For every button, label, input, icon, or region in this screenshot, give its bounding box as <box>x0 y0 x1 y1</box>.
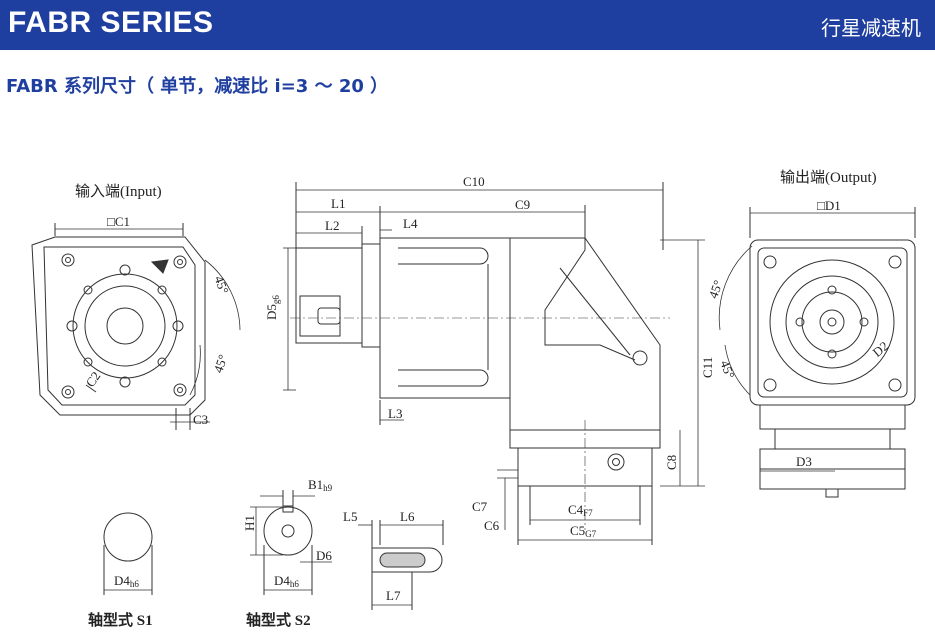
dim-d3: D3 <box>796 454 812 469</box>
caption-s1: 轴型式 S1 <box>88 611 153 629</box>
dim-l5: L5 <box>343 509 357 524</box>
dim-c1: □C1 <box>107 214 130 229</box>
dim-d5: D5g6 <box>264 295 281 320</box>
section-heading: FABR 系列尺寸（ 单节，减速比 i=3 ～ 20 ） <box>6 76 389 97</box>
dim-angle-input-top: 45° <box>212 274 232 296</box>
dim-angle-input-bottom: 45° <box>210 352 230 374</box>
dim-l7: L7 <box>386 588 401 603</box>
dim-h1: H1 <box>242 515 257 531</box>
output-end-label: 输出端(Output) <box>780 169 877 186</box>
dim-c5: C5G7 <box>570 523 597 539</box>
header-banner: FABR SERIES 行星减速机 <box>0 0 935 50</box>
dim-d4-s2: D4h6 <box>274 573 299 589</box>
dim-c4: C4F7 <box>568 502 593 518</box>
dim-l6: L6 <box>400 509 415 524</box>
series-title: FABR SERIES <box>8 6 214 39</box>
dim-angle-output-top: 45° <box>705 278 725 300</box>
side-view <box>283 182 705 545</box>
caption-s2: 轴型式 S2 <box>246 611 311 629</box>
dim-c10: C10 <box>463 174 485 189</box>
product-category: 行星减速机 <box>821 16 921 40</box>
dim-l3: L3 <box>388 406 402 421</box>
dim-angle-output-bottom: 45° <box>717 358 737 380</box>
dim-d4-s1: D4h6 <box>114 573 139 589</box>
dim-c7: C7 <box>472 499 488 514</box>
dimension-drawing: 输入端(Input) □C1 45° 45° C2 C3 C10 L1 L2 L… <box>31 169 916 629</box>
dim-d6: D6 <box>316 548 332 563</box>
dim-c6: C6 <box>484 518 500 533</box>
dim-d1: □D1 <box>817 198 841 213</box>
dim-c8: C8 <box>664 455 679 470</box>
input-end-label: 输入端(Input) <box>75 183 162 200</box>
dim-b1: B1h9 <box>308 477 333 493</box>
dim-c9: C9 <box>515 197 530 212</box>
output-flange-view <box>718 207 916 498</box>
input-flange-view <box>31 223 241 430</box>
dim-c11: C11 <box>700 357 715 378</box>
dim-c2: C2 <box>82 369 103 390</box>
dim-l1: L1 <box>331 196 345 211</box>
dim-d2: D2 <box>869 338 891 360</box>
dim-l4: L4 <box>403 216 418 231</box>
dim-c3: C3 <box>193 412 208 427</box>
shaft-s1-view <box>103 512 153 595</box>
shaft-s2-view <box>250 490 444 610</box>
dim-l2: L2 <box>325 218 339 233</box>
